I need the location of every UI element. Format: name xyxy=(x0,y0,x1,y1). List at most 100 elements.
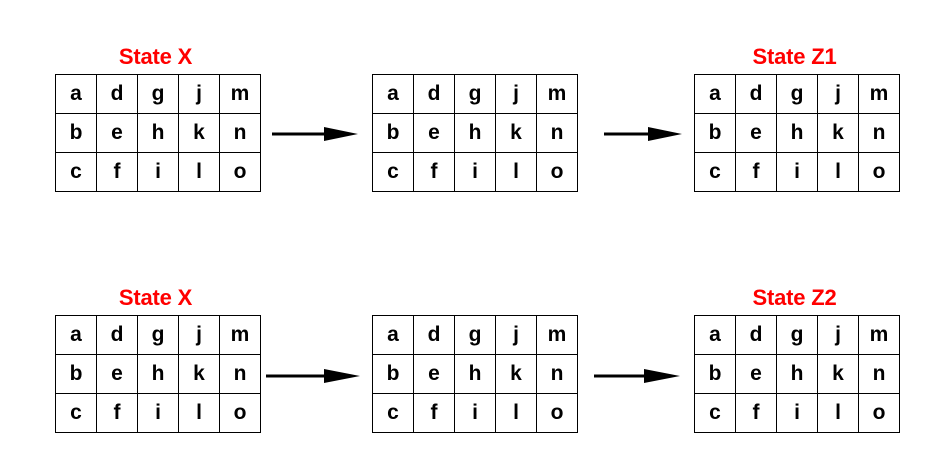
grid-cell: j xyxy=(817,74,859,114)
grid-cell: l xyxy=(495,393,537,433)
table-row: a d g j m xyxy=(694,74,900,114)
grid-cell: g xyxy=(137,315,179,355)
grid-cell: f xyxy=(96,152,138,192)
grid-cell: b xyxy=(372,113,414,153)
grid-cell: a xyxy=(372,315,414,355)
grid-cell: b xyxy=(55,113,97,153)
grid-cell: l xyxy=(817,152,859,192)
grid-cell: j xyxy=(817,315,859,355)
grid-cell: d xyxy=(96,74,138,114)
grid-cell: i xyxy=(776,393,818,433)
arrow-right-icon-2 xyxy=(604,124,682,144)
table-row: b e h k n xyxy=(694,354,900,394)
table-row: b e h k n xyxy=(372,354,578,394)
grid-cell: e xyxy=(413,354,455,394)
grid-cell: d xyxy=(413,315,455,355)
grid-cell: d xyxy=(96,315,138,355)
grid-cell: k xyxy=(178,113,220,153)
grid-cell: e xyxy=(735,113,777,153)
grid-cell: a xyxy=(55,74,97,114)
table-row: b e h k n xyxy=(372,113,578,153)
arrow-right-icon-1 xyxy=(272,124,358,144)
grid-cell: n xyxy=(536,113,578,153)
table-row: c f i l o xyxy=(694,152,900,192)
state-grid-top-middle: a d g j m b e h k n c f i l o xyxy=(372,74,578,192)
table-row: c f i l o xyxy=(694,393,900,433)
grid-cell: d xyxy=(735,315,777,355)
grid-cell: f xyxy=(735,393,777,433)
table-row: a d g j m xyxy=(372,315,578,355)
grid-cell: g xyxy=(454,315,496,355)
grid-cell: i xyxy=(776,152,818,192)
grid-cell: n xyxy=(219,113,261,153)
grid-cell: f xyxy=(413,152,455,192)
grid-cell: k xyxy=(495,113,537,153)
grid-cell: e xyxy=(96,354,138,394)
grid-cell: o xyxy=(858,152,900,192)
grid-cell: o xyxy=(536,393,578,433)
grid-cell: e xyxy=(413,113,455,153)
grid-cell: g xyxy=(776,315,818,355)
state-grid-bottom-right: a d g j m b e h k n c f i l o xyxy=(694,315,900,433)
grid-cell: h xyxy=(776,354,818,394)
grid-cell: c xyxy=(372,393,414,433)
table-row: b e h k n xyxy=(694,113,900,153)
grid-cell: n xyxy=(536,354,578,394)
grid-cell: l xyxy=(178,393,220,433)
grid-cell: h xyxy=(137,113,179,153)
grid-cell: i xyxy=(137,152,179,192)
grid-cell: b xyxy=(694,354,736,394)
grid-cell: j xyxy=(178,74,220,114)
grid-cell: b xyxy=(372,354,414,394)
grid-cell: l xyxy=(817,393,859,433)
grid-cell: n xyxy=(858,354,900,394)
grid-cell: a xyxy=(694,315,736,355)
grid-cell: h xyxy=(776,113,818,153)
state-grid-top-left: a d g j m b e h k n c f i l o xyxy=(55,74,261,192)
state-title-top-right: State Z1 xyxy=(752,44,837,69)
state-title-bottom-right: State Z2 xyxy=(752,285,837,310)
grid-cell: b xyxy=(694,113,736,153)
grid-cell: k xyxy=(817,113,859,153)
grid-cell: c xyxy=(55,152,97,192)
grid-cell: f xyxy=(96,393,138,433)
grid-cell: f xyxy=(413,393,455,433)
grid-cell: j xyxy=(495,315,537,355)
grid-cell: a xyxy=(694,74,736,114)
table-row: c f i l o xyxy=(372,393,578,433)
table-row: a d g j m xyxy=(372,74,578,114)
state-grid-top-right: a d g j m b e h k n c f i l o xyxy=(694,74,900,192)
grid-cell: f xyxy=(735,152,777,192)
arrow-right-icon-3 xyxy=(266,366,360,386)
state-grid-bottom-left: a d g j m b e h k n c f i l o xyxy=(55,315,261,433)
grid-cell: c xyxy=(694,152,736,192)
grid-cell: l xyxy=(495,152,537,192)
grid-cell: m xyxy=(219,74,261,114)
state-title-top-left: State X xyxy=(118,44,193,69)
table-row: a d g j m xyxy=(55,315,261,355)
grid-cell: k xyxy=(495,354,537,394)
grid-cell: h xyxy=(137,354,179,394)
grid-cell: o xyxy=(536,152,578,192)
grid-cell: e xyxy=(735,354,777,394)
table-row: c f i l o xyxy=(372,152,578,192)
grid-cell: j xyxy=(178,315,220,355)
table-row: c f i l o xyxy=(55,152,261,192)
grid-cell: g xyxy=(776,74,818,114)
grid-cell: m xyxy=(858,74,900,114)
grid-cell: i xyxy=(454,393,496,433)
grid-cell: j xyxy=(495,74,537,114)
grid-cell: m xyxy=(536,315,578,355)
grid-cell: n xyxy=(219,354,261,394)
grid-cell: d xyxy=(413,74,455,114)
table-row: c f i l o xyxy=(55,393,261,433)
grid-cell: c xyxy=(55,393,97,433)
table-row: a d g j m xyxy=(55,74,261,114)
grid-cell: g xyxy=(137,74,179,114)
grid-cell: i xyxy=(137,393,179,433)
table-row: a d g j m xyxy=(694,315,900,355)
grid-cell: k xyxy=(817,354,859,394)
state-grid-bottom-middle: a d g j m b e h k n c f i l o xyxy=(372,315,578,433)
grid-cell: h xyxy=(454,113,496,153)
grid-cell: a xyxy=(372,74,414,114)
